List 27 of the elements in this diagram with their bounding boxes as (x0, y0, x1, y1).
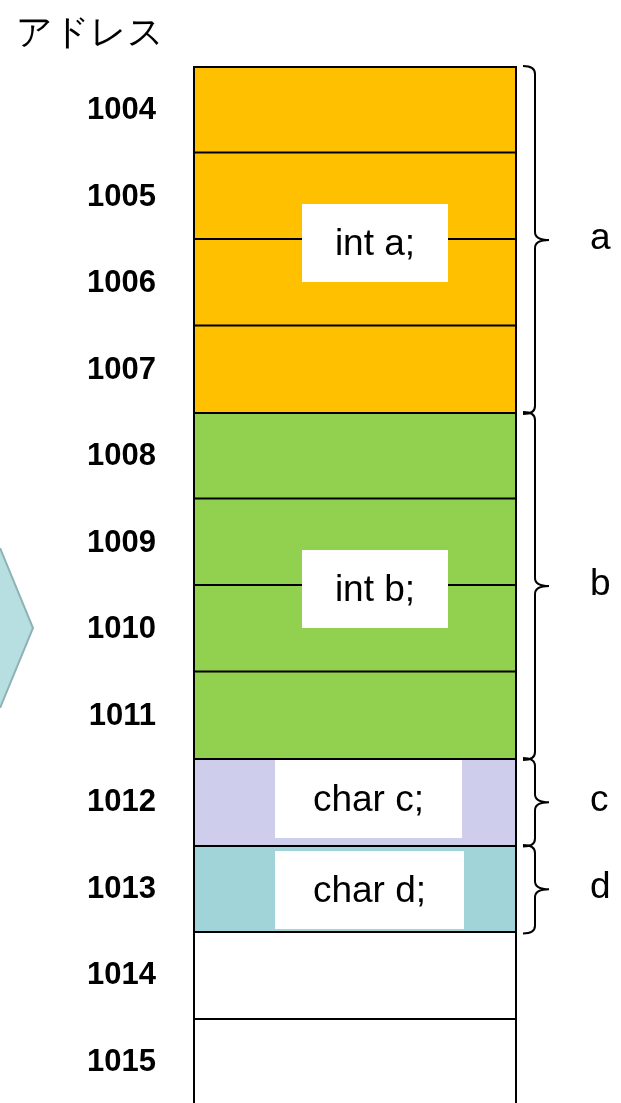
title: アドレス (16, 10, 164, 54)
variable-name: a (590, 215, 611, 259)
address-label: 1009 (86, 522, 156, 561)
variable-label: int b; (302, 550, 448, 628)
address-label: 1010 (86, 609, 156, 648)
address-label: 1011 (87, 695, 156, 734)
address-label: 1015 (86, 1041, 156, 1080)
variable-label: int a; (302, 204, 448, 282)
memory-block (193, 844, 517, 933)
address-label: 1014 (86, 955, 156, 994)
memory-cell (193, 931, 517, 1020)
address-label: 1007 (86, 349, 156, 388)
memory-block (193, 758, 517, 847)
variable-name: d (590, 863, 611, 908)
variable-name: c (590, 777, 609, 822)
address-label: 1005 (86, 176, 156, 215)
address-label: 1004 (86, 90, 156, 129)
address-label: 1006 (86, 263, 156, 302)
memory-cell (193, 1017, 517, 1103)
memory-block (193, 66, 517, 414)
variable-label: char c; (275, 760, 462, 838)
address-label: 1012 (86, 782, 156, 821)
variable-name: b (590, 561, 611, 605)
memory-block (193, 412, 517, 760)
address-label: 1013 (86, 868, 156, 907)
variable-label: char d; (275, 850, 464, 929)
address-label: 1008 (86, 436, 156, 475)
